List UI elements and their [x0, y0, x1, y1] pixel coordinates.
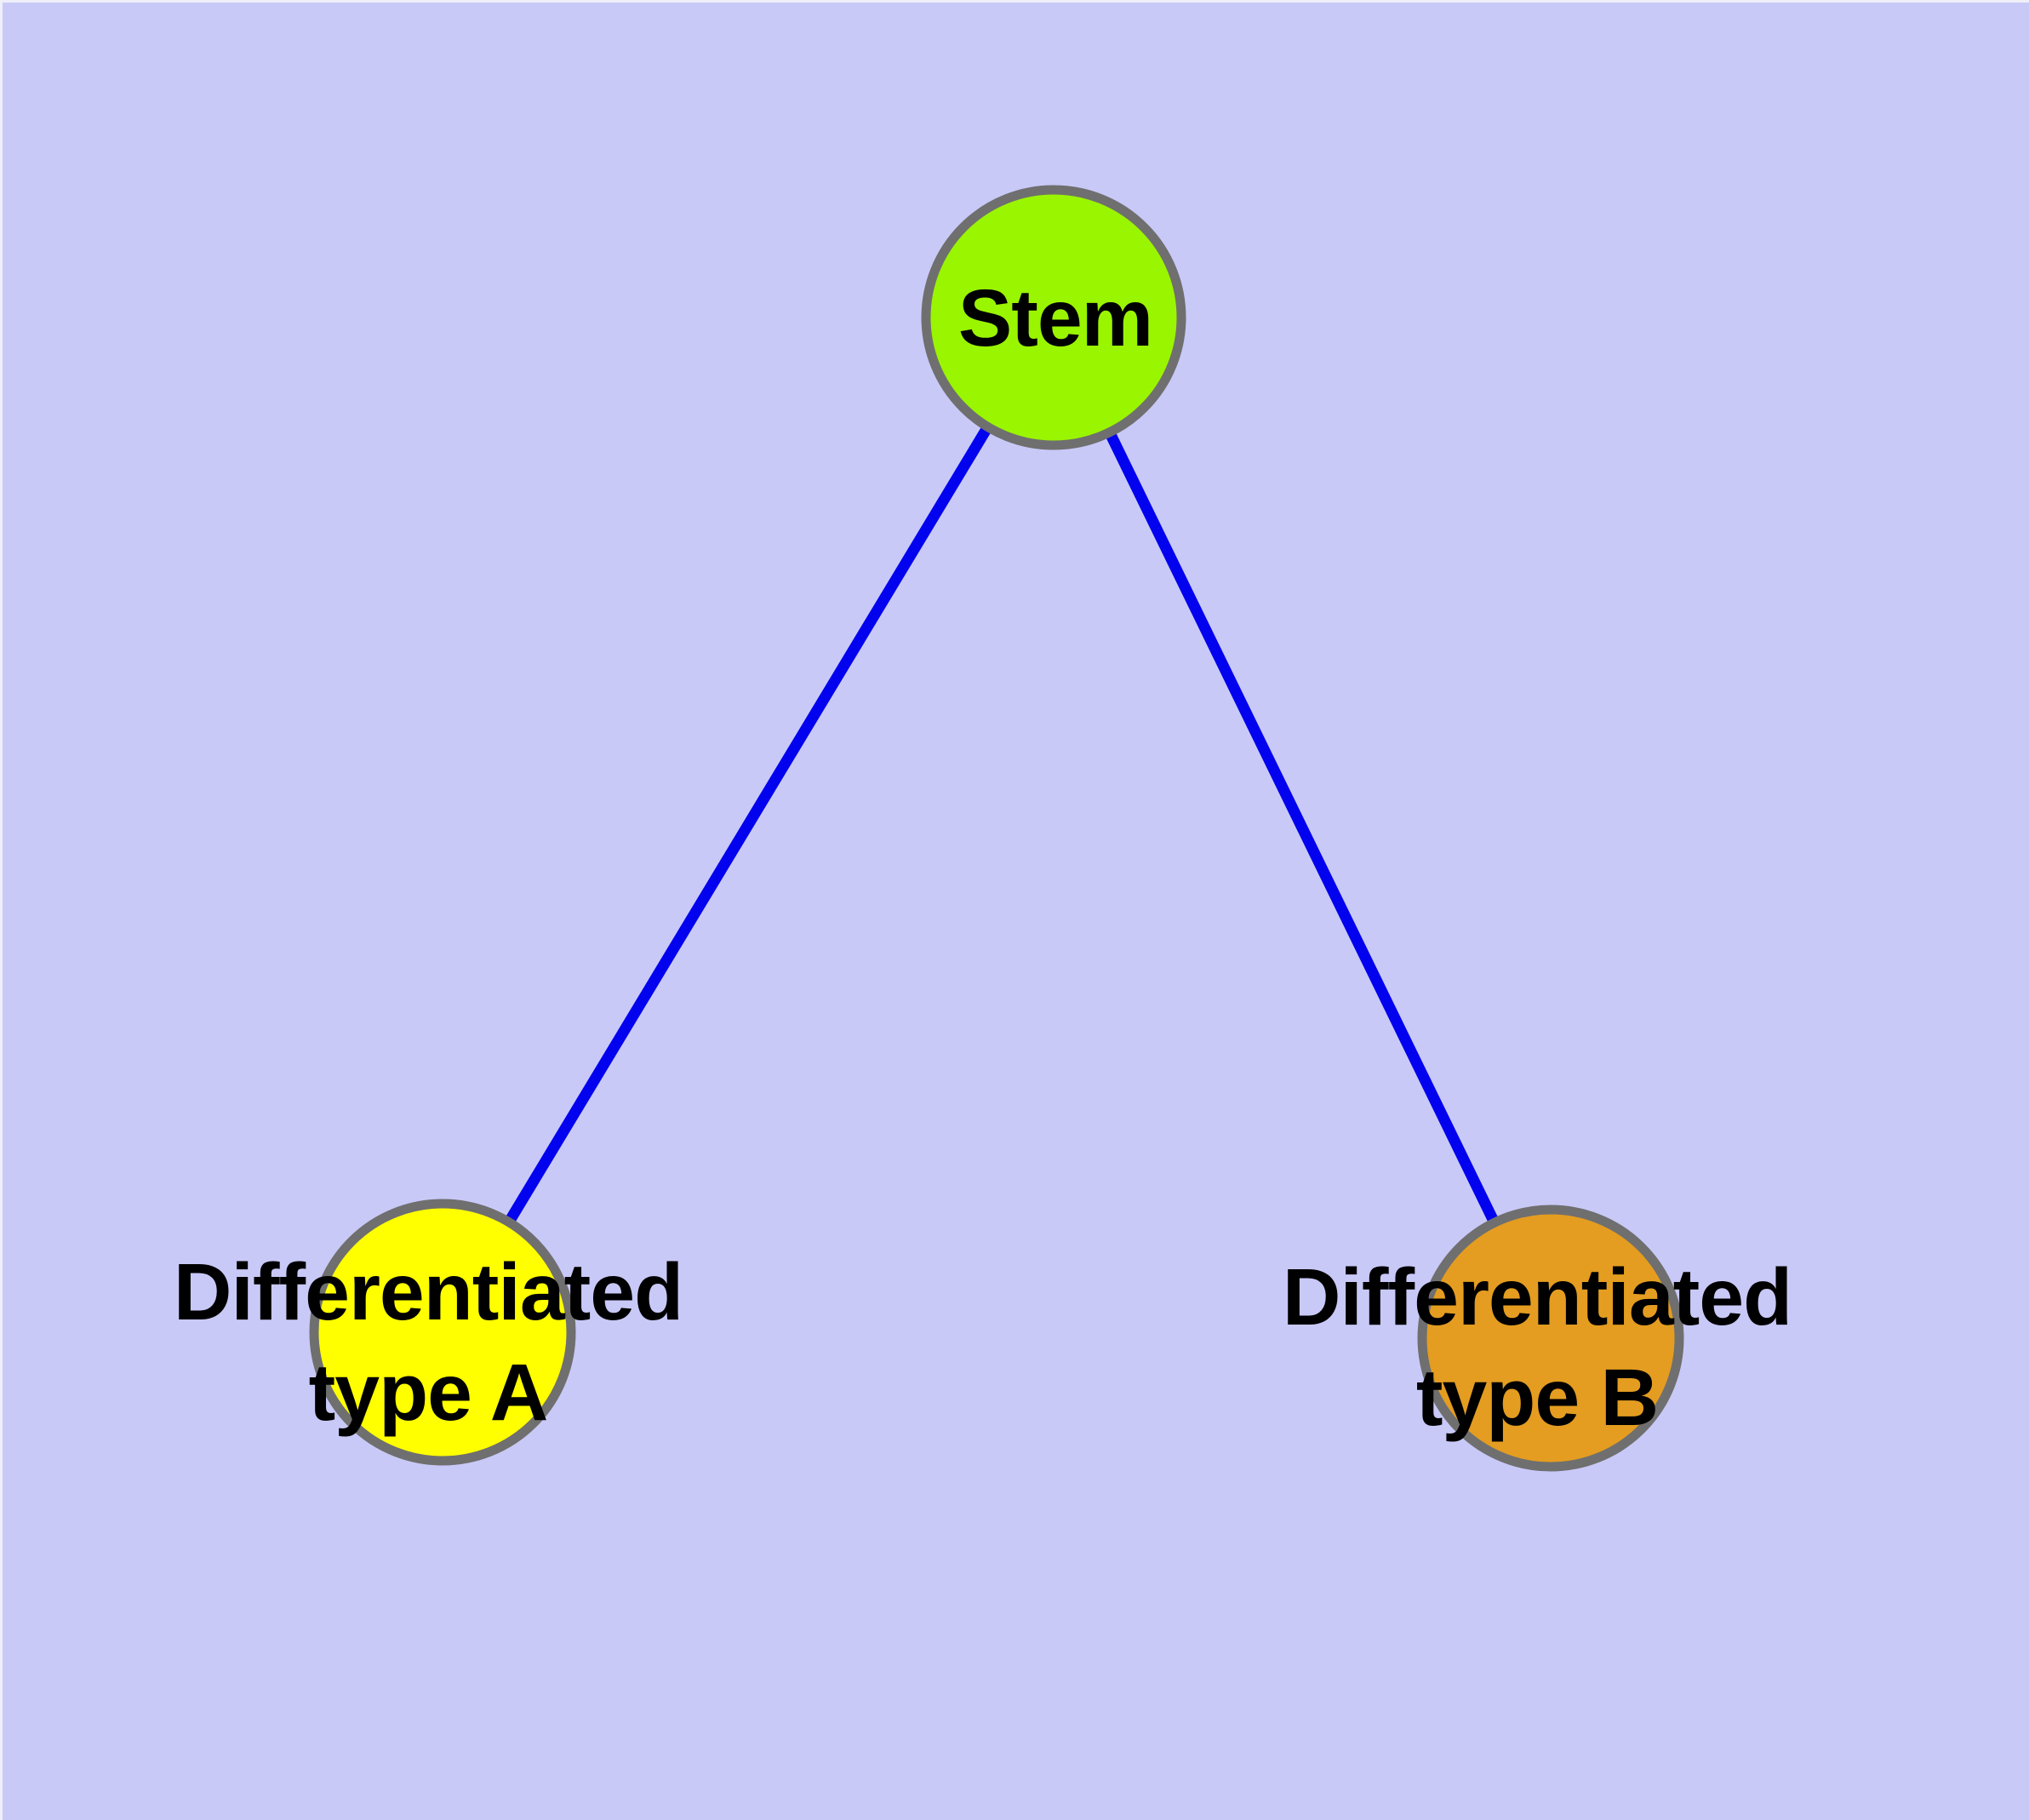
edge-stem-to-type-b[interactable]	[1049, 315, 1556, 1341]
node-stem-label: Stem	[958, 273, 1152, 363]
node-differentiated-type-a-label-line1: Differentiated	[174, 1247, 683, 1337]
node-differentiated-type-b-label-line1: Differentiated	[1283, 1252, 1792, 1342]
edge-stem-to-type-a[interactable]	[437, 314, 1059, 1336]
window-edge-left	[0, 0, 3, 1820]
node-differentiated-type-a-label-line2: type A	[309, 1348, 548, 1438]
window-edge-top	[0, 0, 2029, 3]
node-differentiated-type-b-circle[interactable]	[1417, 1205, 1684, 1472]
node-differentiated-type-a-circle[interactable]	[309, 1199, 576, 1466]
node-differentiated-type-b-label-line2: type B	[1416, 1353, 1658, 1443]
node-stem-circle[interactable]	[921, 185, 1186, 450]
